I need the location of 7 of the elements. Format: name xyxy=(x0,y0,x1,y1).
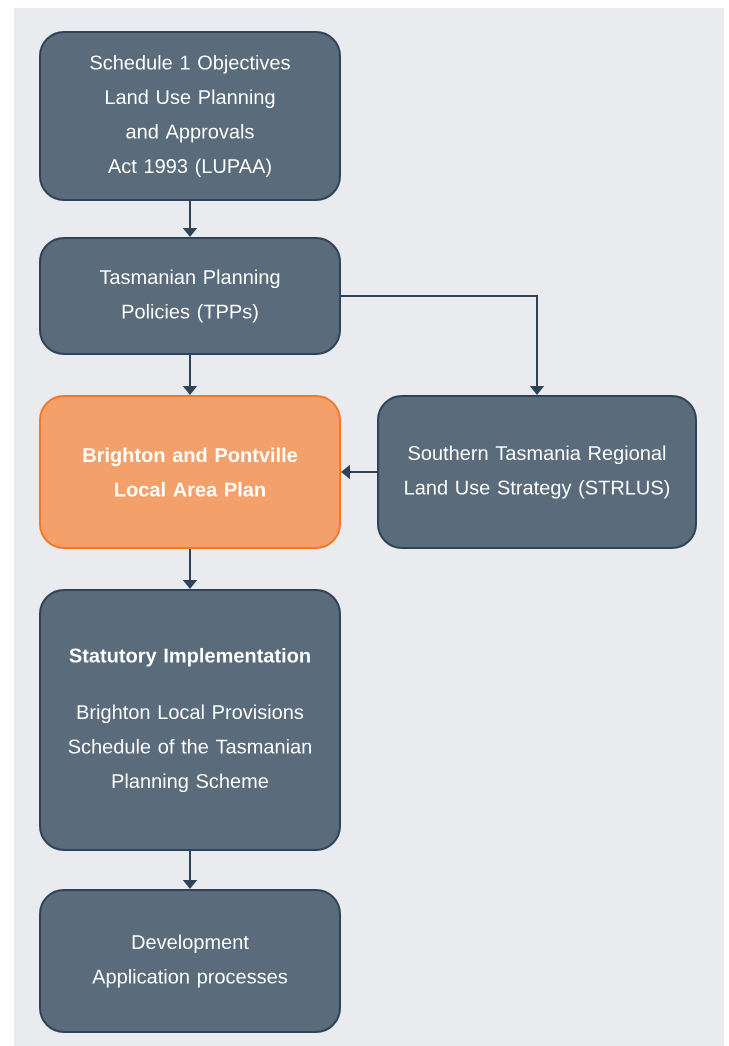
arrow xyxy=(340,295,545,395)
process-box: Statutory Implementation Brighton Local Provisions Schedule of the Tasmanian Planning Scheme xyxy=(39,589,341,851)
process-box: Tasmanian Planning Policies (TPPs) xyxy=(39,237,341,355)
highlighted-box: Brighton and Pontville Local Area Plan xyxy=(39,395,341,549)
process-box: Development Application processes xyxy=(39,889,341,1033)
process-box: Southern Tasmania Regional Land Use Strategy (STRLUS) xyxy=(377,395,697,549)
process-box: Schedule 1 Objectives Land Use Planning and Approvals Act 1993 (LUPAA) xyxy=(39,31,341,201)
